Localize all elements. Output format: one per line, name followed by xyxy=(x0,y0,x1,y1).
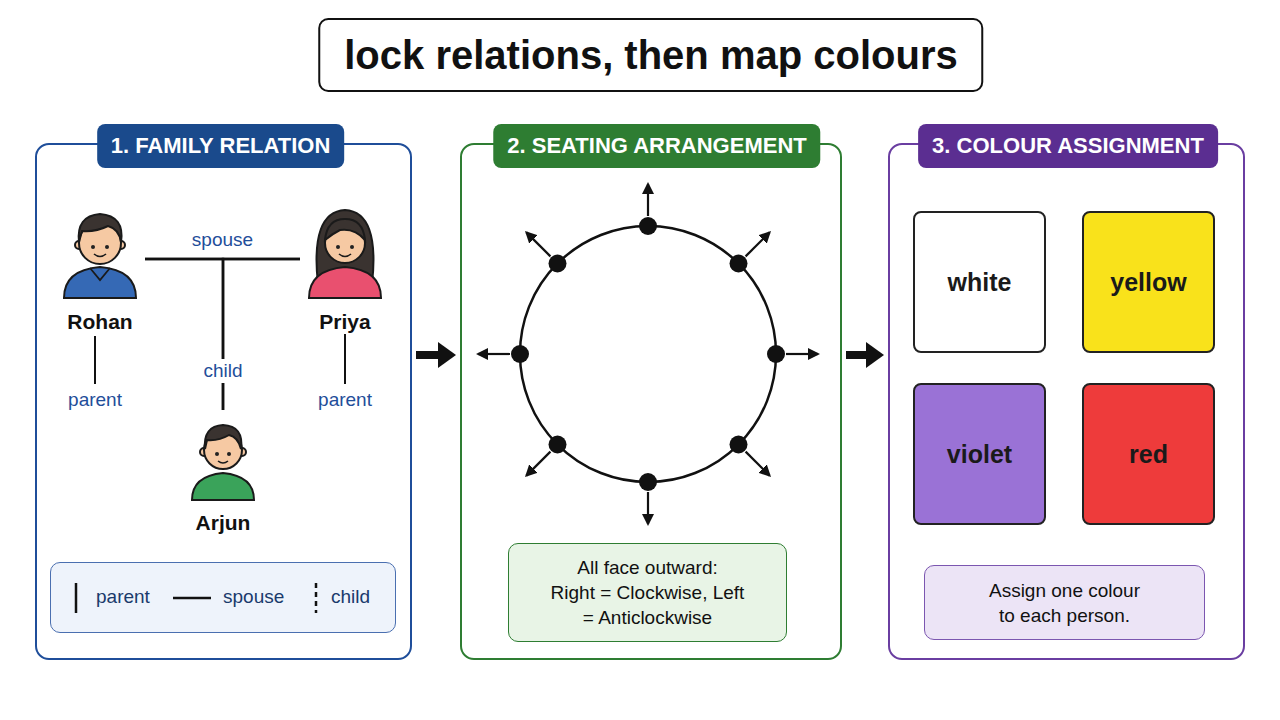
person-node: Priya xyxy=(300,200,390,335)
flow-arrow xyxy=(416,342,456,368)
colour-name: violet xyxy=(947,440,1012,469)
seat-arrow xyxy=(746,452,770,476)
panel-heading: 2. SEATING ARRANGEMENT xyxy=(493,124,820,168)
flow-arrow-shaft xyxy=(416,351,441,359)
seat-arrow xyxy=(786,353,818,355)
seat-dot xyxy=(549,436,567,454)
seat-arrow xyxy=(526,452,550,476)
person-icon xyxy=(205,425,242,449)
panel-heading: 3. COLOUR ASSIGNMENT xyxy=(918,124,1218,168)
seat-arrow xyxy=(478,353,510,355)
colour-name: red xyxy=(1129,440,1168,469)
note-text: Assign one colour to each person. xyxy=(979,578,1151,628)
colour-name: yellow xyxy=(1110,268,1186,297)
edge-label: child xyxy=(200,359,245,383)
colour-name: white xyxy=(948,268,1012,297)
legend-box: parent spouse child xyxy=(50,562,396,633)
legend-sample-line xyxy=(75,583,78,613)
person-icon xyxy=(227,452,231,456)
legend-text: child xyxy=(331,586,370,608)
seat-dot xyxy=(639,473,657,491)
person-icon xyxy=(336,245,340,249)
seating-circle xyxy=(520,226,776,482)
title-box: lock relations, then map colours xyxy=(318,18,983,92)
step-panel: 2. SEATING ARRANGEMENTAll face outward:R… xyxy=(460,143,842,660)
relation-line xyxy=(223,259,300,410)
colour-box: red xyxy=(1082,383,1215,525)
relation-label: parent xyxy=(68,389,122,411)
flow-arrow xyxy=(846,342,884,368)
relation-line-path xyxy=(145,259,223,410)
flow-arrow-shaft xyxy=(846,351,869,359)
parent-line xyxy=(94,336,96,384)
person-icon xyxy=(192,473,254,500)
person-icon xyxy=(325,219,365,240)
seat-dot xyxy=(511,345,529,363)
seat-arrow xyxy=(746,232,770,256)
person-icon xyxy=(309,267,381,298)
arrow-head xyxy=(438,342,456,368)
seat-arrow xyxy=(647,184,649,216)
person-icon xyxy=(218,461,228,463)
seat-dot xyxy=(639,217,657,235)
seat-dot xyxy=(549,255,567,273)
person-name: Arjun xyxy=(158,510,288,536)
person-icon xyxy=(192,425,254,500)
seat-arrow xyxy=(526,232,550,256)
seating-circle xyxy=(520,226,776,482)
person-node: Rohan xyxy=(55,200,145,335)
person-icon xyxy=(309,210,381,298)
step-panel: 3. COLOUR ASSIGNMENTwhiteyellowvioletred… xyxy=(888,143,1245,660)
panel-heading: 1. FAMILY RELATION xyxy=(97,124,345,168)
person-icon xyxy=(350,245,354,249)
person-icon xyxy=(91,245,95,249)
person-icon xyxy=(339,254,351,257)
person-icon xyxy=(79,214,122,242)
seat-dot xyxy=(730,255,748,273)
arrow-head xyxy=(866,342,884,368)
relation-line xyxy=(145,259,223,410)
legend-sample xyxy=(169,563,213,631)
legend-sample-line xyxy=(315,583,318,613)
person-icon xyxy=(64,214,136,298)
legend-sample-line xyxy=(173,597,211,600)
parent-line xyxy=(95,334,345,384)
seat-dot xyxy=(730,436,748,454)
legend-sample xyxy=(312,563,356,631)
note-box: All face outward:Right = Clockwise, Left… xyxy=(508,543,787,642)
edge-label: spouse xyxy=(189,228,256,252)
seat-arrow xyxy=(647,492,649,524)
seat-dot xyxy=(511,217,785,491)
person-icon xyxy=(94,254,106,257)
person-name: Priya xyxy=(280,309,410,335)
person-icon xyxy=(105,245,109,249)
relation-label: parent xyxy=(318,389,372,411)
person-icon xyxy=(90,268,110,280)
legend-text: parent xyxy=(96,586,150,608)
person-node: Arjun xyxy=(178,410,268,536)
title-text: lock relations, then map colours xyxy=(344,26,957,84)
legend-sample xyxy=(72,563,116,631)
note-text: Right = Clockwise, Left = Anticlockwise xyxy=(550,580,745,630)
parent-line xyxy=(344,334,346,384)
relation-line-path xyxy=(223,259,300,410)
colour-box: white xyxy=(913,211,1046,353)
colour-box: violet xyxy=(913,383,1046,525)
note-box: Assign one colour to each person. xyxy=(924,565,1205,640)
seat-arrow xyxy=(478,184,818,524)
seat-dot xyxy=(767,345,785,363)
legend-text: spouse xyxy=(223,586,284,608)
colour-box: yellow xyxy=(1082,211,1215,353)
person-name: Rohan xyxy=(35,309,165,335)
person-icon xyxy=(215,452,219,456)
note-text: All face outward: xyxy=(577,555,717,580)
person-icon xyxy=(64,267,136,298)
